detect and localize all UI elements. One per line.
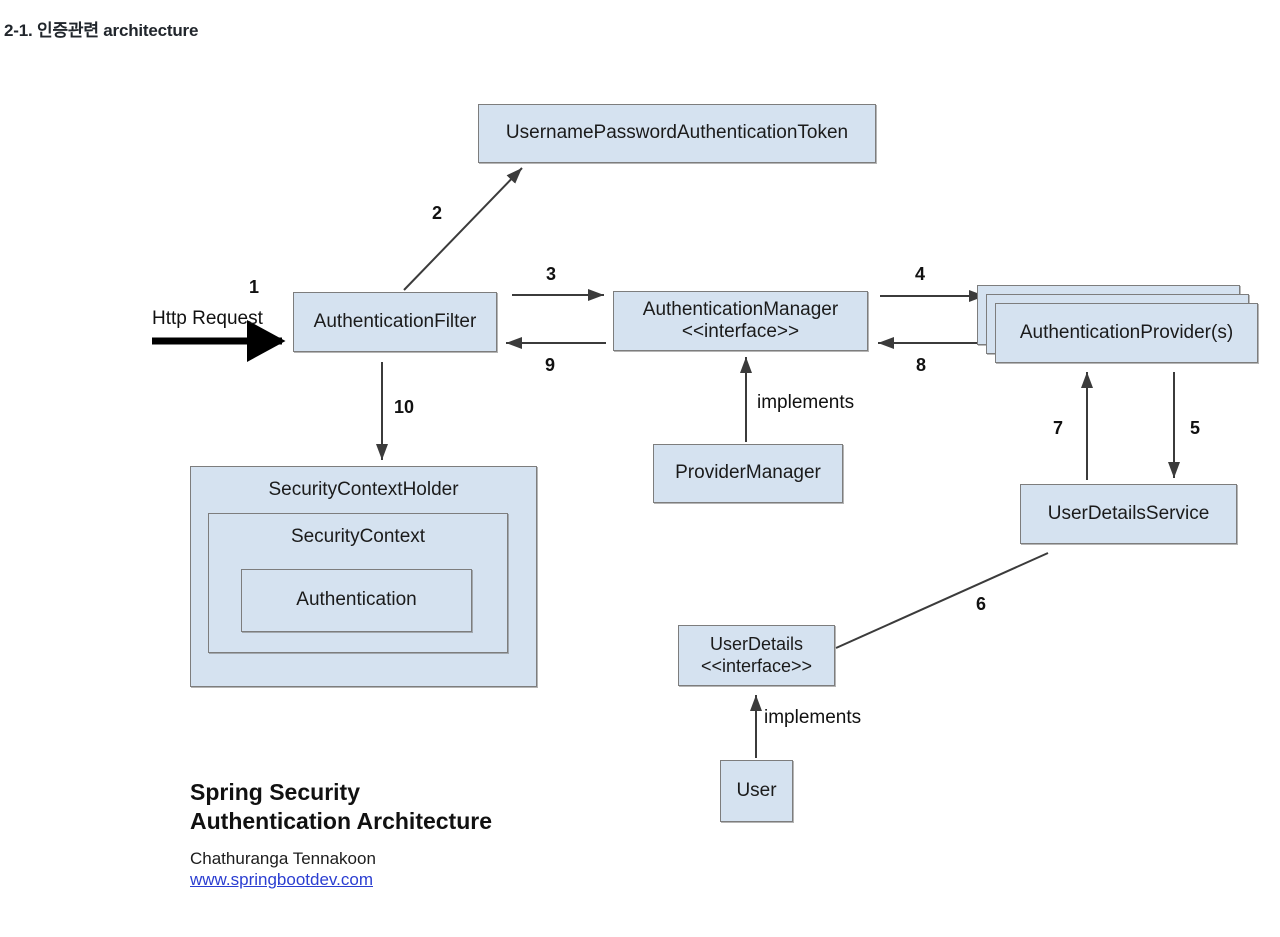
edge-label-step-10: 10 bbox=[394, 397, 415, 417]
label-http-request: Http Request bbox=[152, 308, 263, 329]
node-label: SecurityContextHolder bbox=[268, 479, 459, 500]
edge-label-step-3: 3 bbox=[546, 264, 557, 284]
node-label: ProviderManager bbox=[675, 462, 821, 484]
page-title: 2-1. 인증관련 architecture bbox=[4, 21, 199, 40]
node-label: UserDetailsService bbox=[1047, 502, 1210, 524]
node-username-password-authentication-token[interactable]: UsernamePasswordAuthenticationToken bbox=[478, 104, 876, 163]
node-authentication-provider[interactable]: AuthenticationProvider(s) bbox=[995, 303, 1258, 363]
edge-label-step-8: 8 bbox=[916, 355, 927, 375]
caption-author: Chathuranga Tennakoon bbox=[190, 848, 376, 868]
connector-step-6 bbox=[835, 552, 1049, 649]
node-label: Authentication bbox=[296, 589, 417, 611]
edge-label-step-6: 6 bbox=[976, 594, 987, 614]
node-authentication[interactable]: Authentication bbox=[241, 569, 472, 632]
edge-label-step-2: 2 bbox=[432, 203, 443, 223]
edge-label-step-9: 9 bbox=[545, 355, 556, 375]
node-label: User bbox=[736, 779, 777, 801]
edge-label-step-5: 5 bbox=[1190, 418, 1201, 438]
node-label: UsernamePasswordAuthenticationToken bbox=[505, 122, 849, 144]
edge-label-step-1: 1 bbox=[249, 277, 260, 297]
caption-link[interactable]: www.springbootdev.com bbox=[190, 869, 373, 889]
caption-title: Spring Security Authentication Architect… bbox=[190, 779, 493, 835]
node-label: AuthenticationFilter bbox=[313, 310, 477, 332]
node-label: SecurityContext bbox=[290, 526, 426, 547]
node-provider-manager[interactable]: ProviderManager bbox=[653, 444, 843, 503]
node-authentication-filter[interactable]: AuthenticationFilter bbox=[293, 292, 497, 352]
node-user-details[interactable]: UserDetails <<interface>> bbox=[678, 625, 835, 686]
diagram-caption: Spring Security Authentication Architect… bbox=[190, 778, 620, 890]
node-user-details-service[interactable]: UserDetailsService bbox=[1020, 484, 1237, 544]
node-user[interactable]: User bbox=[720, 760, 793, 822]
node-label: UserDetails <<interface>> bbox=[700, 634, 813, 676]
connector-step-2 bbox=[403, 167, 523, 291]
node-label: AuthenticationProvider(s) bbox=[1019, 321, 1234, 343]
label-implements-provider-manager: implements bbox=[757, 392, 855, 413]
edge-label-step-7: 7 bbox=[1053, 418, 1064, 438]
node-authentication-manager[interactable]: AuthenticationManager <<interface>> bbox=[613, 291, 868, 351]
node-label: AuthenticationManager <<interface>> bbox=[642, 298, 839, 342]
edge-label-step-4: 4 bbox=[915, 264, 926, 284]
label-implements-user: implements bbox=[764, 707, 862, 728]
